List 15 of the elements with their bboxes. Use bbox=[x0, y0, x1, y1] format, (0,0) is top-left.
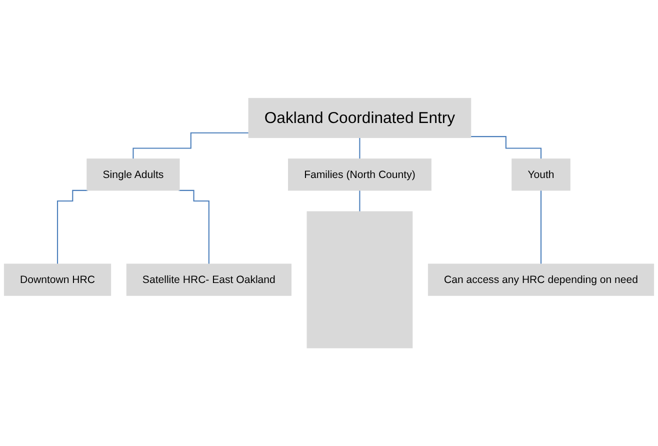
connector bbox=[470, 136, 542, 160]
node-box: Single Adults bbox=[86, 158, 180, 191]
node-box: Satellite HRC- East Oakland bbox=[126, 264, 292, 296]
connector bbox=[540, 190, 542, 264]
node-box: Youth bbox=[512, 158, 570, 191]
node-box: Downtown HRC bbox=[4, 264, 112, 296]
connector bbox=[359, 137, 360, 160]
connector bbox=[359, 190, 360, 212]
connector bbox=[132, 132, 249, 160]
connector bbox=[178, 190, 210, 264]
node-box: Can access any HRC depending on need bbox=[428, 264, 654, 296]
node-box bbox=[306, 211, 413, 348]
node-box: Oakland Coordinated Entry bbox=[248, 98, 472, 138]
connector bbox=[56, 190, 88, 264]
node-box: Families (North County) bbox=[288, 158, 432, 191]
